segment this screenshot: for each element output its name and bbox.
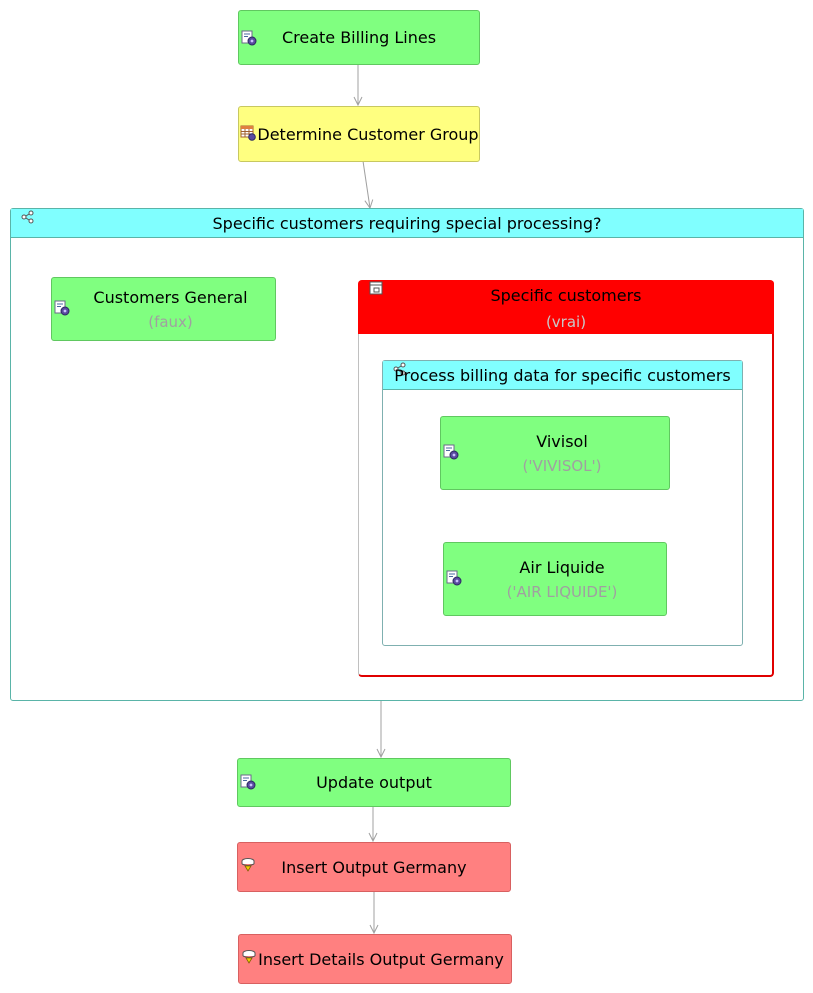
insert-details-output-germany-label: Insert Details Output Germany: [258, 950, 504, 969]
process-billing-title: Process billing data for specific custom…: [394, 366, 731, 385]
insert-output-germany-node[interactable]: Insert Output Germany: [237, 842, 511, 892]
vivisol-condition: ('VIVISOL'): [522, 457, 602, 475]
insert-output-germany-label: Insert Output Germany: [281, 858, 467, 877]
specific-customers-header: Specific customers (vrai): [358, 280, 774, 334]
specific-customers-condition: (vrai): [545, 313, 587, 331]
vivisol-label: Vivisol: [536, 432, 588, 451]
script-gear-icon: [446, 570, 462, 586]
window-icon: [369, 281, 383, 295]
create-billing-lines-node[interactable]: Create Billing Lines: [238, 10, 480, 65]
air-liquide-condition: ('AIR LIQUIDE'): [506, 583, 618, 601]
table-gear-icon: [240, 125, 256, 141]
script-gear-icon: [443, 444, 459, 460]
customers-general-node[interactable]: Customers General (faux): [51, 277, 276, 341]
air-liquide-node[interactable]: Air Liquide ('AIR LIQUIDE'): [443, 542, 667, 616]
update-output-node[interactable]: Update output: [237, 758, 511, 807]
branch-icon: [393, 362, 406, 376]
database-insert-icon: [241, 858, 255, 872]
determine-customer-group-node[interactable]: Determine Customer Group: [238, 106, 480, 162]
vivisol-node[interactable]: Vivisol ('VIVISOL'): [440, 416, 670, 490]
process-billing-header: Process billing data for specific custom…: [383, 361, 742, 390]
create-billing-lines-label: Create Billing Lines: [281, 28, 437, 47]
decision-title: Specific customers requiring special pro…: [212, 214, 602, 233]
customers-general-label: Customers General: [93, 288, 248, 307]
script-gear-icon: [54, 300, 70, 316]
determine-customer-group-label: Determine Customer Group: [257, 125, 479, 144]
edge-determine-to-decision: [362, 160, 370, 208]
decision-header: Specific customers requiring special pro…: [11, 209, 803, 238]
script-gear-icon: [241, 30, 257, 46]
specific-customers-label: Specific customers: [490, 286, 642, 305]
branch-icon: [21, 210, 34, 224]
air-liquide-label: Air Liquide: [519, 558, 605, 577]
insert-details-output-germany-node[interactable]: Insert Details Output Germany: [238, 934, 512, 984]
update-output-label: Update output: [316, 773, 432, 792]
database-insert-icon: [242, 950, 256, 964]
customers-general-condition: (faux): [148, 313, 193, 331]
script-gear-icon: [240, 774, 256, 790]
